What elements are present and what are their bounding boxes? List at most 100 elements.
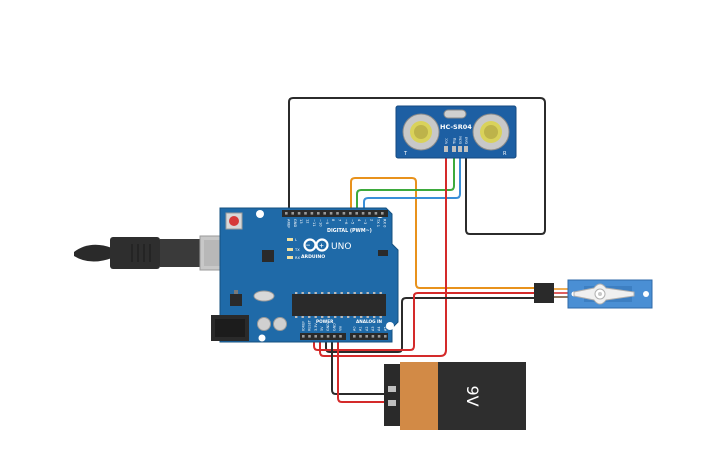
crystal (253, 290, 275, 302)
wire-vcc[interactable] (319, 148, 447, 357)
digital-pin[interactable] (285, 212, 288, 215)
capacitor (257, 317, 271, 331)
analog-pin[interactable] (353, 335, 356, 338)
wire-gnd-sensor[interactable] (288, 97, 546, 235)
chip-pin (373, 292, 376, 294)
wire-echo[interactable] (363, 148, 461, 212)
digital-pin-label: ~11 (312, 219, 316, 227)
power-pin-label: IOREF (301, 321, 305, 331)
digital-pin-label: ~5 (350, 219, 354, 224)
chip-pin (295, 316, 298, 318)
power-pin[interactable] (333, 335, 336, 338)
sensor-oscillator (443, 109, 467, 119)
chip-pin (366, 292, 369, 294)
digital-pin[interactable] (323, 212, 326, 215)
analog-pin[interactable] (384, 335, 387, 338)
digital-pin[interactable] (355, 212, 358, 215)
digital-pin[interactable] (368, 212, 371, 215)
power-pin[interactable] (320, 335, 324, 338)
digital-pin-holes (285, 212, 384, 215)
digital-pin-label: 4 (357, 219, 361, 222)
chip-pin (353, 292, 356, 294)
digital-pin-label: 2 (370, 219, 374, 221)
chip-pin (379, 292, 382, 294)
sensor-pin-label: Gnd (465, 137, 469, 144)
chip-pin (366, 316, 369, 318)
power-pin-label: 5V (320, 326, 324, 331)
digital-pin[interactable] (310, 212, 314, 215)
digital-pin-label: ~9 (325, 219, 329, 225)
arduino-logo (303, 238, 329, 252)
voltage-regulator (230, 294, 242, 306)
analog-pin[interactable] (377, 335, 381, 338)
digital-pin[interactable] (349, 212, 352, 215)
sensor-model: HC-SR04 (440, 123, 472, 131)
sensor-pin-label: Vcc (445, 138, 449, 144)
digital-pin[interactable] (342, 212, 346, 215)
digital-pin-label: AREF (286, 219, 290, 228)
wire-trig[interactable] (356, 148, 455, 212)
analog-pin[interactable] (359, 335, 362, 338)
svg-text:TX: TX (294, 248, 300, 252)
board-brand: ARDUINO (301, 254, 325, 260)
svg-text:R: R (503, 151, 507, 157)
chip-pin (327, 292, 330, 294)
power-header-label: POWER (316, 319, 334, 324)
power-pin[interactable] (302, 335, 305, 338)
chip-pin (347, 292, 350, 294)
analog-pin[interactable] (371, 335, 375, 338)
digital-pin-label: 13 (299, 219, 303, 224)
power-pin[interactable] (314, 335, 317, 338)
digital-pin[interactable] (317, 212, 320, 215)
wire-battery-pos[interactable] (337, 338, 384, 403)
battery-label-band (400, 362, 438, 430)
wire-servo-signal[interactable] (350, 177, 538, 289)
servo-motor[interactable] (534, 279, 653, 309)
analog-header (350, 333, 388, 340)
chip-pin (360, 292, 363, 294)
digital-pin[interactable] (336, 212, 339, 215)
digital-pin-label: ~6 (344, 219, 348, 225)
capacitor (273, 317, 287, 331)
analog-pin[interactable] (365, 335, 368, 338)
digital-pin-label: 8 (331, 219, 335, 222)
chip-pin (314, 292, 317, 294)
power-pin[interactable] (308, 335, 311, 338)
digital-header-label: DIGITAL (PWM~) (327, 228, 372, 234)
sensor-pins (444, 146, 468, 152)
chip-pin (301, 292, 304, 294)
wire-battery-neg[interactable] (331, 338, 384, 395)
chip-pin (373, 316, 376, 318)
wire-servo-power[interactable] (313, 292, 538, 351)
analog-pin-label: A2 (365, 327, 369, 331)
svg-text:T: T (403, 151, 408, 157)
chip-pin (308, 316, 311, 318)
digital-pin[interactable] (374, 212, 378, 215)
digital-pin[interactable] (361, 212, 365, 215)
digital-pin-label: TX 1 (376, 218, 380, 227)
power-pin[interactable] (326, 335, 330, 338)
power-pin-label: RESET (308, 319, 312, 331)
svg-text:+: + (319, 243, 324, 250)
chip-pin (295, 292, 298, 294)
analog-pin-label: A3 (371, 327, 375, 331)
digital-pin[interactable] (381, 212, 384, 215)
digital-pin[interactable] (291, 212, 294, 215)
analog-pin-label: A5 (383, 327, 387, 331)
chip-pin (334, 316, 337, 318)
chip-pin (340, 292, 343, 294)
chip-pin (327, 316, 330, 318)
battery-9v[interactable]: 9V (384, 362, 526, 430)
digital-pin[interactable] (304, 212, 307, 215)
status-leds: L TX RX (287, 238, 300, 260)
digital-pin[interactable] (297, 212, 301, 215)
power-pin[interactable] (339, 335, 342, 338)
power-pin-label: Vin (339, 326, 343, 331)
digital-pin[interactable] (329, 212, 333, 215)
